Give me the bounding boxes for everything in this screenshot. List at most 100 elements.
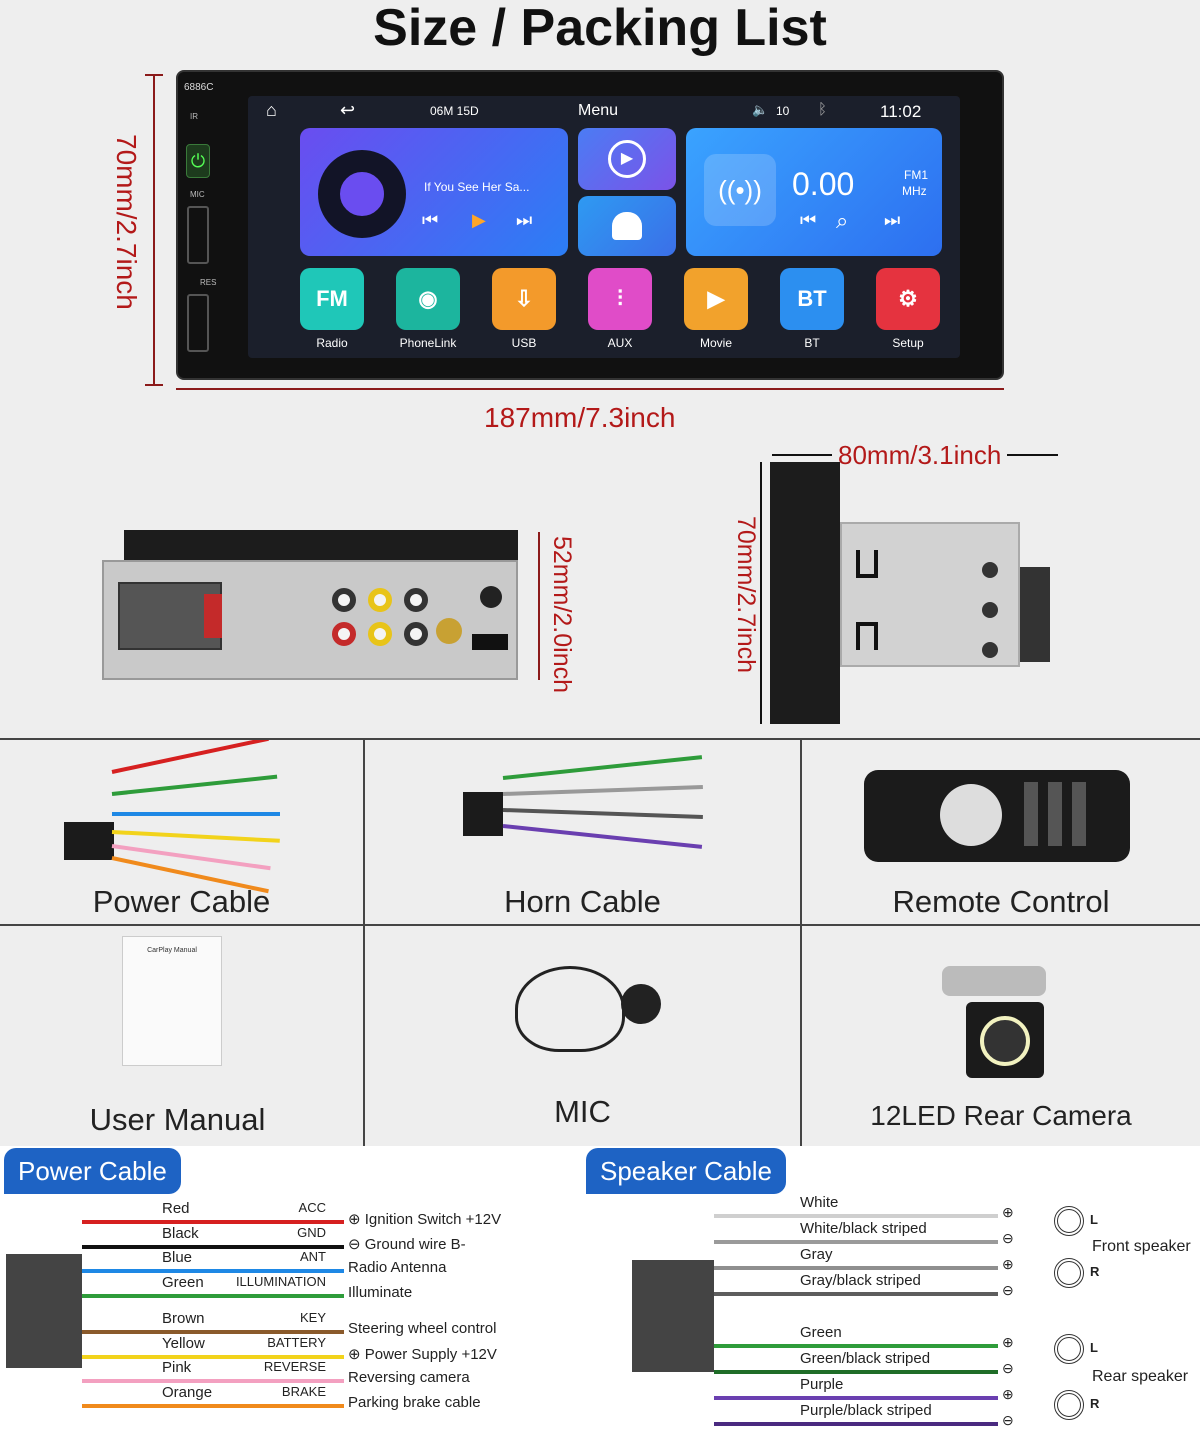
app-label: USB	[511, 336, 537, 350]
packing-item-mic: MIC	[365, 926, 802, 1148]
width-front-label: 187mm/7.3inch	[484, 402, 676, 433]
negative-icon: ⊖	[1002, 1282, 1014, 1298]
speaker-wire	[714, 1344, 998, 1348]
home-icon[interactable]: ⌂	[266, 100, 277, 120]
clock: 11:02	[880, 102, 922, 121]
seek-back-icon[interactable]: ⏮	[800, 210, 817, 230]
dimension-tick	[145, 384, 163, 386]
previous-icon[interactable]: ⏮	[422, 210, 439, 230]
power-wire	[82, 1244, 344, 1249]
wire-color-label: Yellow	[162, 1334, 205, 1352]
power-wire	[82, 1354, 344, 1359]
radio-frequency: 0.00	[792, 166, 855, 202]
usb-port-2	[187, 294, 209, 352]
packing-label: MIC	[554, 1094, 611, 1129]
negative-icon: ⊖	[1002, 1230, 1014, 1246]
power-button[interactable]: ⏻	[186, 144, 210, 178]
speaker-wire-label: Purple	[800, 1376, 844, 1393]
next-icon[interactable]: ⏭	[516, 210, 533, 230]
play-icon[interactable]: ▶	[472, 210, 486, 230]
packing-item-user-manual: CarPlay Manual User Manual	[0, 926, 365, 1148]
usb-port-1	[187, 206, 209, 264]
height-front-label: 70mm/2.7inch	[111, 134, 142, 310]
speaker-wire-label: White	[800, 1194, 839, 1211]
app-phonelink-icon[interactable]: ◉	[396, 268, 460, 330]
wire	[111, 830, 280, 843]
packing-item-power-cable: Power Cable	[0, 740, 365, 926]
app-setup-icon[interactable]: ⚙	[876, 268, 940, 330]
wire-function-label: BATTERY	[267, 1334, 326, 1350]
side-connector	[1020, 567, 1050, 662]
radio-unit: MHz	[902, 184, 927, 198]
mic-label: MIC	[190, 190, 205, 199]
page-title: Size / Packing List	[373, 0, 827, 57]
power-wire	[82, 1379, 344, 1383]
search-icon[interactable]: ⌕	[836, 208, 849, 233]
wiring-section	[0, 1146, 1200, 1440]
dimension-tick	[145, 74, 163, 76]
packing-list-grid: Power Cable Horn Cable Remote Control Ca…	[0, 738, 1200, 1148]
positive-icon: ⊕	[1002, 1204, 1014, 1220]
height-side-label: 70mm/2.7inch	[732, 516, 760, 674]
rca-jack	[332, 588, 356, 612]
speaker-wire-label: White/black striped	[800, 1220, 927, 1237]
side-view-image	[770, 462, 1060, 724]
wire-description: Reversing camera	[348, 1369, 470, 1386]
app-label: AUX	[607, 336, 633, 350]
power-connector	[6, 1254, 82, 1368]
speaker-icon	[1054, 1258, 1084, 1288]
side-chassis	[840, 522, 1020, 667]
app-usb-icon[interactable]: ⇩	[492, 268, 556, 330]
speaker-wire-label: Purple/black striped	[800, 1402, 932, 1419]
speaker-wire	[714, 1240, 998, 1244]
speaker-wire-label: Gray	[800, 1246, 833, 1263]
camera-bracket	[942, 966, 1046, 996]
speaker-wire	[714, 1266, 998, 1270]
wire-function-label: GND	[297, 1224, 326, 1240]
positive-icon: ⊕	[1002, 1386, 1014, 1402]
app-movie-icon[interactable]: ▶	[684, 268, 748, 330]
power-wire	[82, 1293, 344, 1298]
wire-color-label: Pink	[162, 1359, 192, 1376]
menu-title[interactable]: Menu	[578, 102, 619, 119]
song-title: If You See Her Sa...	[424, 180, 530, 194]
model-label: 6886C	[184, 82, 214, 93]
android-auto-tile[interactable]	[578, 196, 676, 256]
wire-function-label: ANT	[300, 1249, 326, 1264]
app-radio-icon[interactable]: FM	[300, 268, 364, 330]
back-icon[interactable]: ↩	[340, 100, 356, 120]
app-label: Radio	[316, 336, 348, 350]
positive-icon: ⊕	[1002, 1256, 1014, 1272]
positive-icon: ⊕	[1002, 1334, 1014, 1350]
wire-color-label: Brown	[162, 1310, 205, 1327]
wire-description: ⊕ Ignition Switch +12V	[348, 1211, 502, 1228]
rear-height-line	[538, 532, 540, 680]
seek-forward-icon[interactable]: ⏭	[884, 210, 901, 230]
wire	[111, 774, 278, 796]
date-readout: 06M 15D	[430, 104, 479, 118]
screw-hole	[982, 642, 998, 658]
front-speaker-label: Front speaker	[1092, 1238, 1191, 1255]
app-label: Setup	[892, 336, 924, 350]
radio-card[interactable]: ((•)) 0.00 FM1 MHz ⏮ ⌕ ⏭	[686, 128, 942, 256]
wire-function-label: ACC	[298, 1200, 326, 1215]
wire-color-label: Black	[162, 1224, 199, 1242]
channel-mark: L	[1090, 1212, 1098, 1227]
music-player-card[interactable]: If You See Her Sa... ⏮ ▶ ⏭	[300, 128, 568, 256]
volume-icon: 🔈	[752, 102, 769, 117]
manual-booklet: CarPlay Manual	[122, 936, 222, 1066]
rear-top-panel	[124, 530, 518, 560]
album-disc	[318, 150, 406, 238]
speaker-wire-label: Green/black striped	[800, 1350, 931, 1367]
wire	[502, 755, 703, 780]
depth-side-label: 80mm/3.1inch	[832, 440, 1008, 471]
res-label: RES	[200, 278, 217, 287]
channel-mark: R	[1090, 1264, 1100, 1279]
carplay-tile[interactable]: ▶	[578, 128, 676, 190]
speaker-cable-tag: Speaker Cable	[586, 1148, 786, 1194]
app-aux-icon[interactable]: ⫶	[588, 268, 652, 330]
power-cable-tag: Power Cable	[4, 1148, 181, 1194]
app-bt-icon[interactable]: BT	[780, 268, 844, 330]
speaker-wire-label: Green	[800, 1324, 842, 1341]
android-icon	[612, 212, 642, 240]
